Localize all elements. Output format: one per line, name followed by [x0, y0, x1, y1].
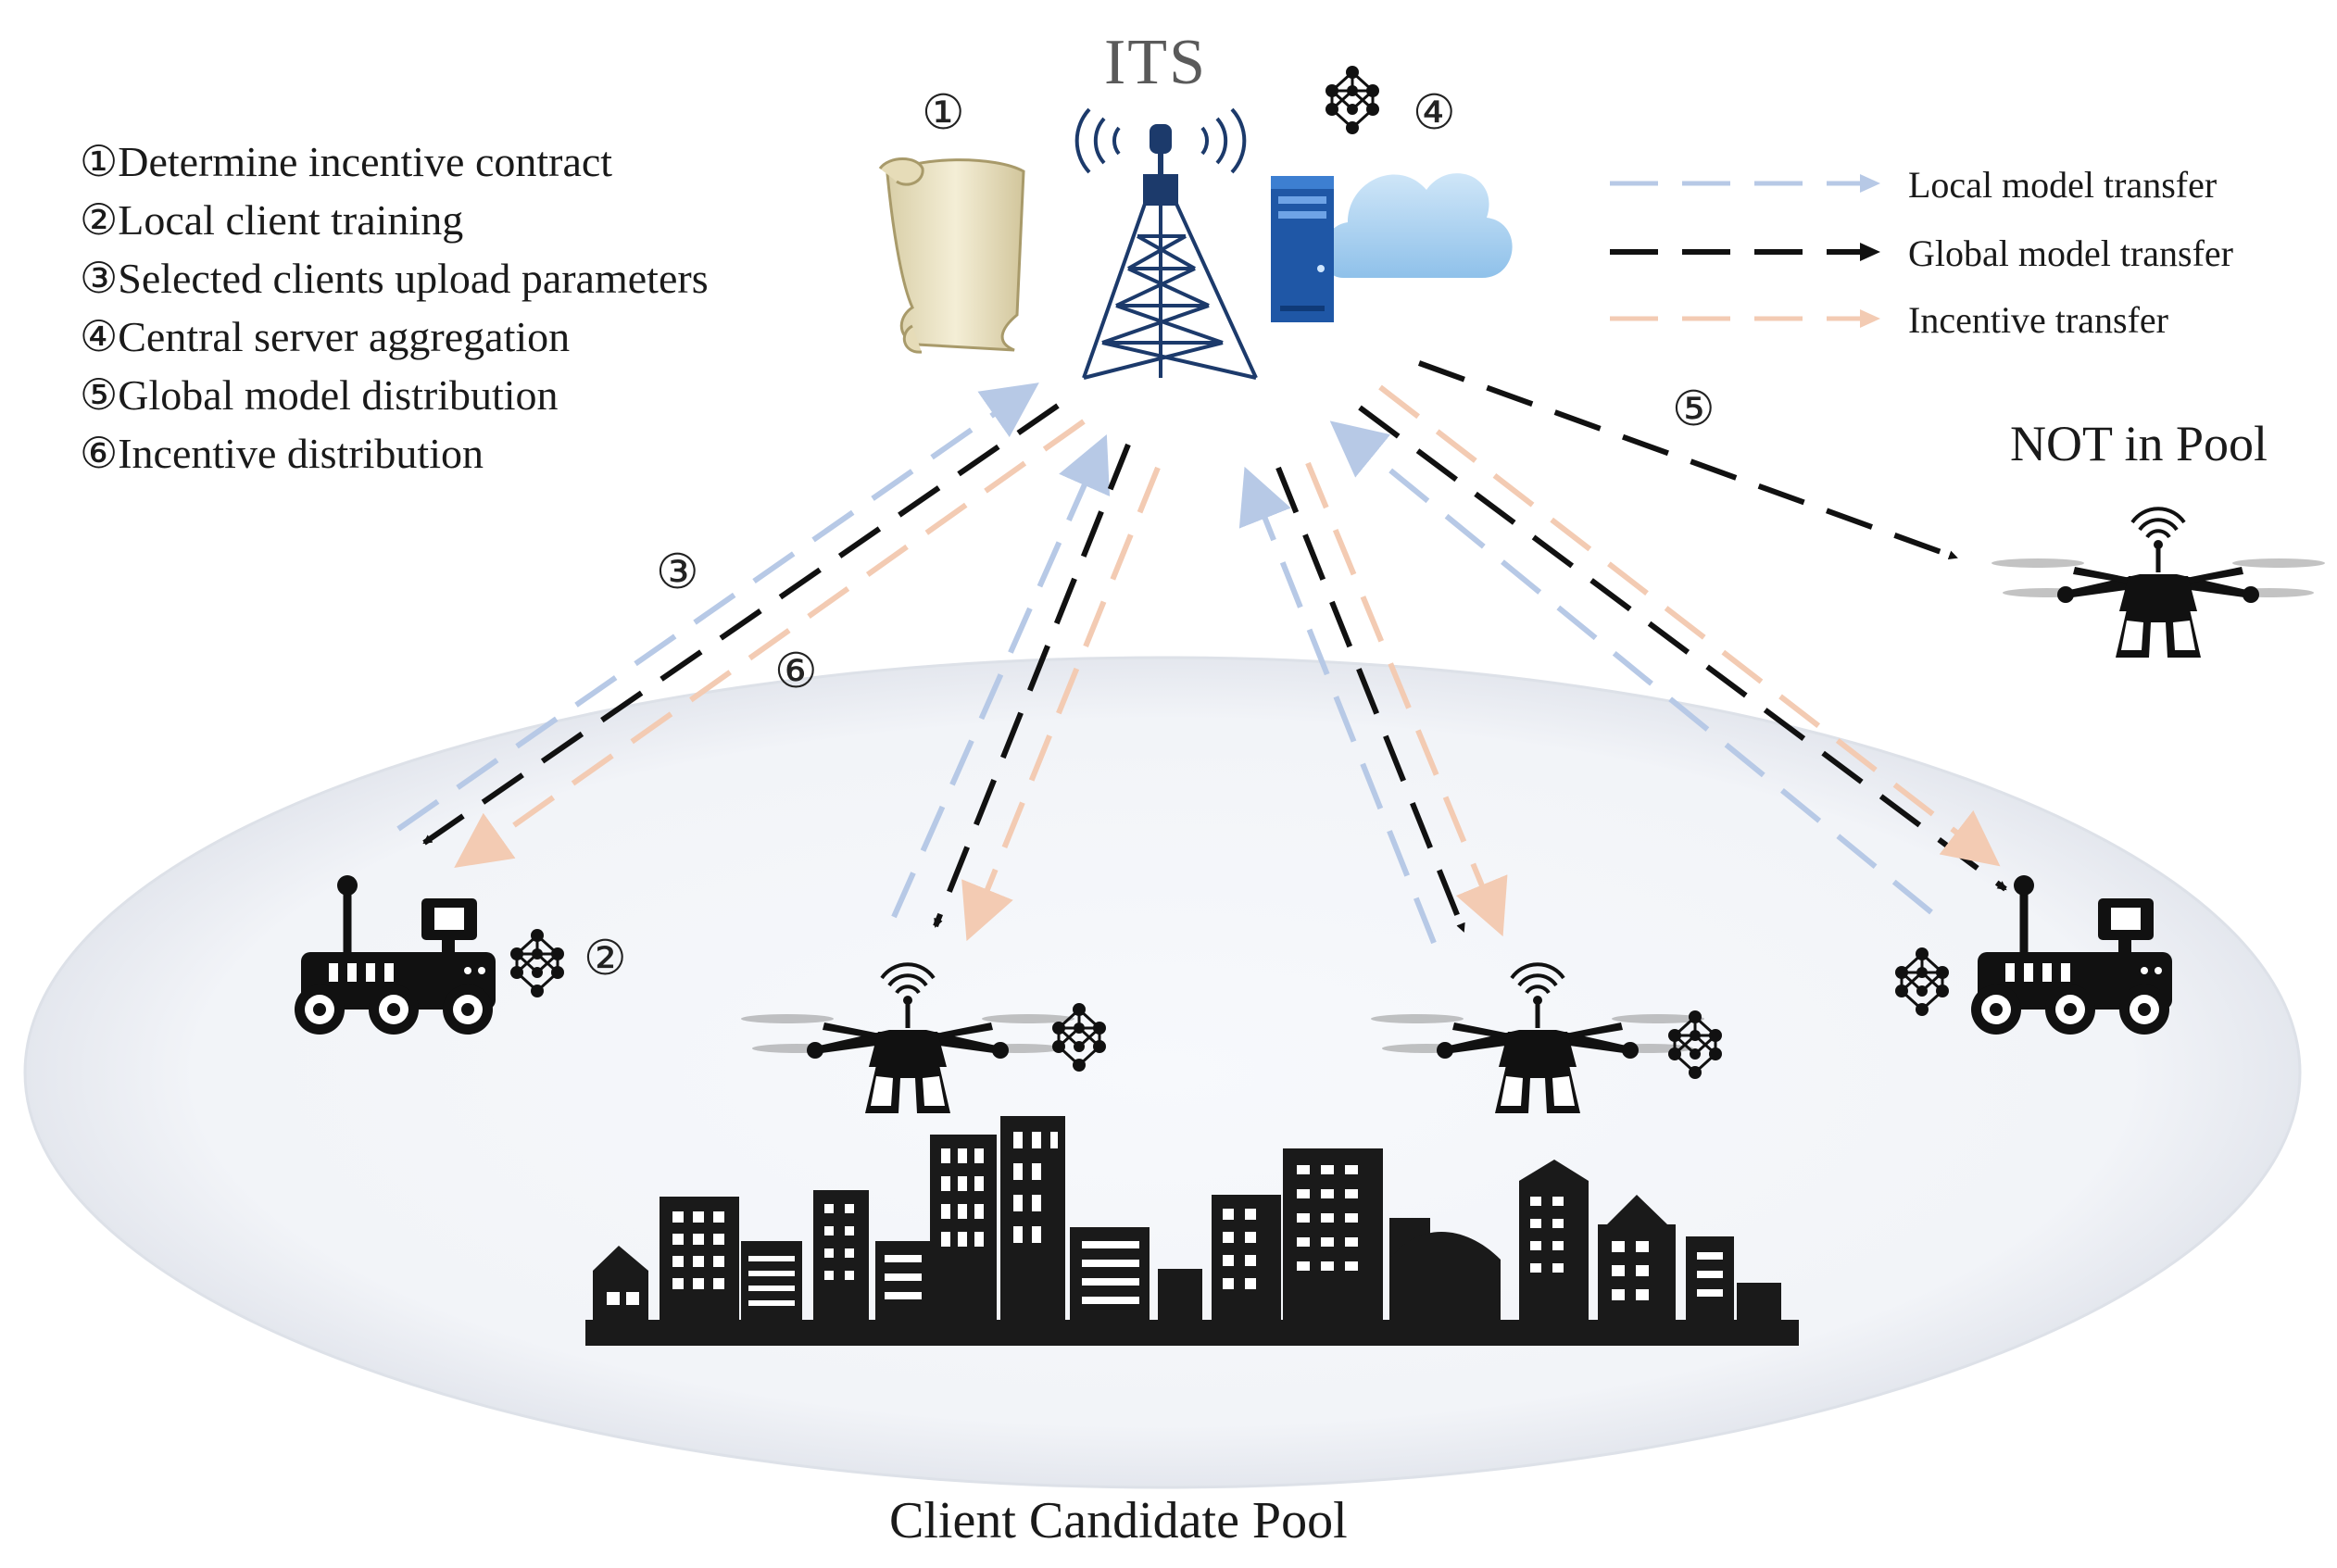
step-item: ①Determine incentive contract [80, 138, 613, 185]
cloud-icon [1323, 173, 1513, 278]
step-marker-local-training: ② [584, 933, 627, 985]
legend-label-local: Local model transfer [1908, 164, 2218, 206]
step-marker-global-distribution: ⑤ [1672, 383, 1715, 436]
server-icon [1271, 176, 1334, 322]
step-item: ②Local client training [80, 196, 464, 244]
legend-label-incentive: Incentive transfer [1908, 299, 2168, 341]
city-skyline-icon [585, 1116, 1799, 1346]
client-candidate-pool-label: Client Candidate Pool [889, 1492, 1348, 1549]
neural-network-icon [1324, 64, 1381, 136]
scroll-icon [878, 157, 1025, 354]
legend-lines [1610, 174, 1880, 328]
drone-icon [1991, 508, 2325, 658]
legend-label-global: Global model transfer [1908, 232, 2233, 274]
step-item: ③Selected clients upload parameters [80, 255, 709, 302]
step-item: ⑤Global model distribution [80, 371, 559, 419]
not-in-pool-label: NOT in Pool [2010, 416, 2268, 471]
step-item: ④Central server aggregation [80, 313, 571, 360]
step-item: ⑥Incentive distribution [80, 430, 484, 477]
client-candidate-pool-region [23, 656, 2302, 1489]
transfer-arrows [396, 360, 2007, 945]
antenna-tower-icon [1074, 107, 1258, 380]
step-marker-incentive-distribution: ⑥ [774, 646, 818, 698]
its-title: ITS [1104, 27, 1207, 98]
step-marker-aggregation: ④ [1413, 87, 1456, 140]
step-marker-contract: ① [922, 87, 965, 140]
step-marker-upload: ③ [656, 546, 699, 599]
